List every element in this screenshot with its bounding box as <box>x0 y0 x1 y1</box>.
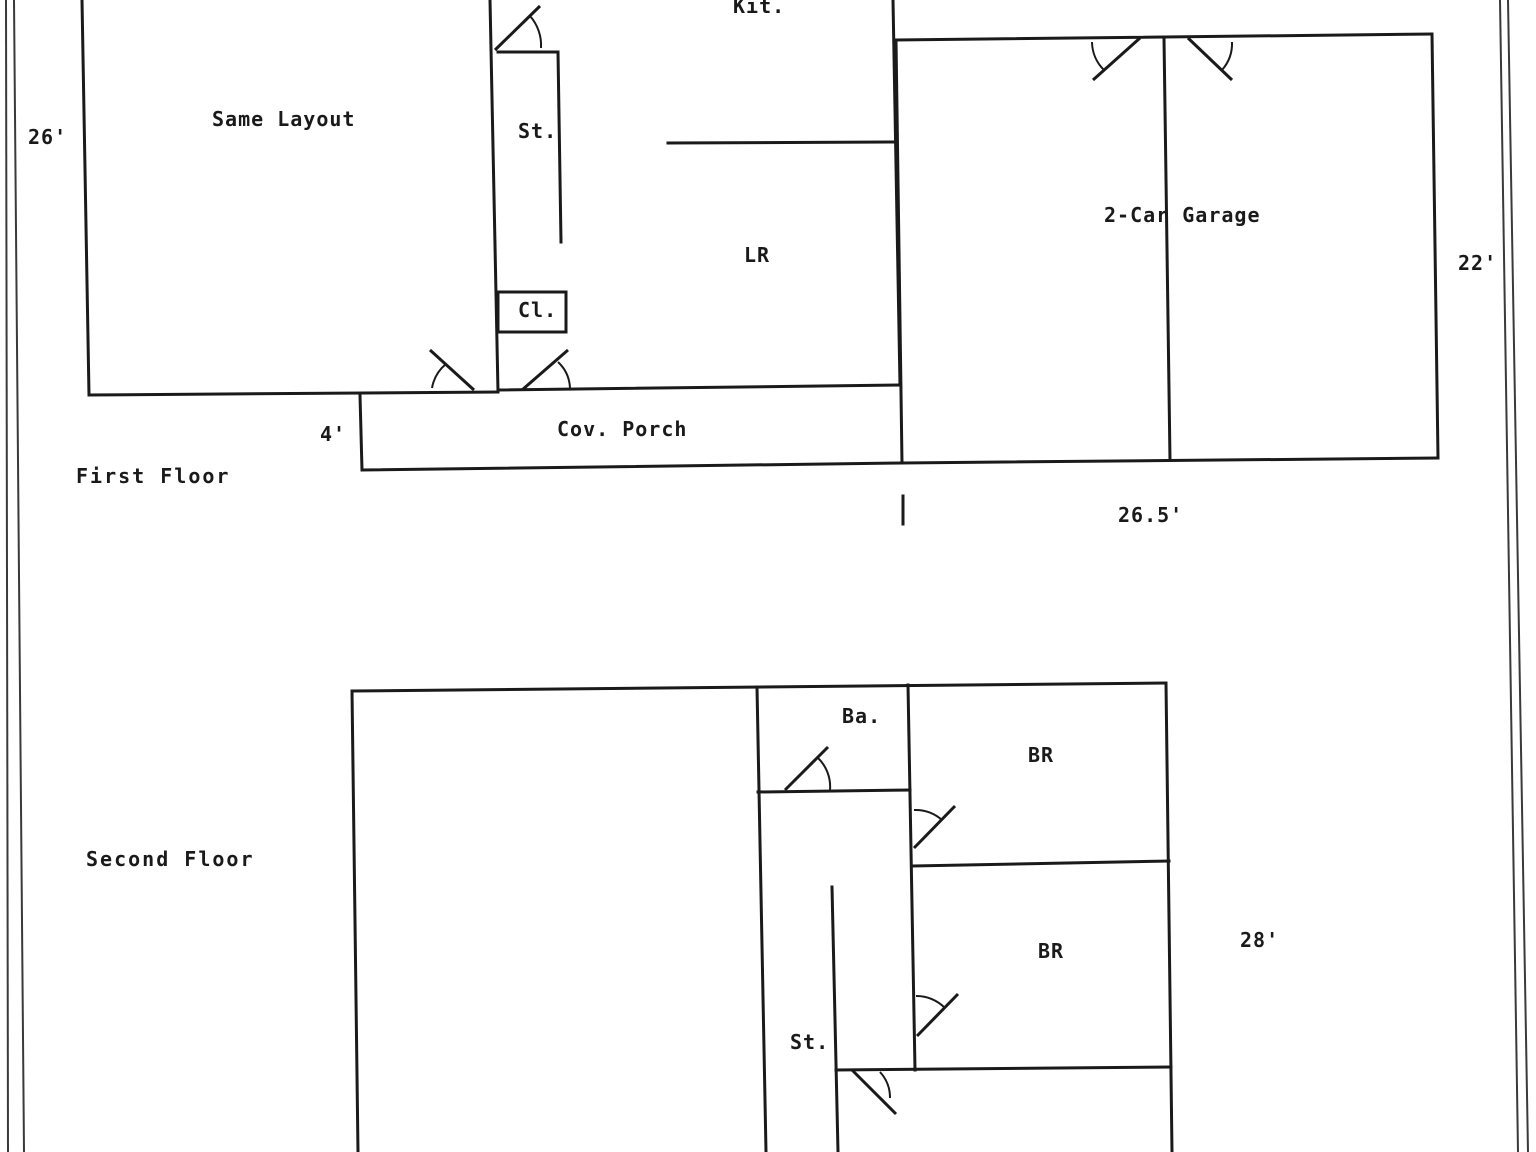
garage-divider <box>1162 36 1172 462</box>
stair-rail-second-floor <box>830 885 840 1152</box>
wall-left-unit-west <box>80 0 91 397</box>
wall-second-north <box>350 681 1168 693</box>
wall-kitchen-living <box>666 140 895 145</box>
label-living-room: LR <box>744 243 770 267</box>
door-bedroom-3 <box>850 1068 898 1116</box>
label-same-layout: Same Layout <box>212 107 355 131</box>
border-right-outer <box>1507 0 1529 1152</box>
closet-outline <box>496 290 568 334</box>
wall-between-bedrooms <box>911 859 1171 868</box>
garage-west <box>894 38 904 465</box>
wall-center-south <box>496 383 902 392</box>
dimension-garage-width: 26.5' <box>1118 503 1183 527</box>
wall-bedroom2-south <box>834 1065 1173 1072</box>
sheet-border <box>5 0 1529 1152</box>
door-bedroom-2 <box>915 992 960 1038</box>
dimension-depth-left: 26' <box>28 125 67 149</box>
wall-bath-south <box>756 788 912 794</box>
porch-south <box>360 461 904 472</box>
door-bedroom-1 <box>912 804 957 850</box>
first-floor-plan: Same Layout Kit. St. Cl. LR Cov. Porch 2… <box>28 0 1497 527</box>
door-kitchen <box>493 4 543 52</box>
door-left-unit-entry <box>428 348 476 392</box>
wall-bedroom-west <box>906 683 917 1072</box>
porch-west <box>358 393 364 472</box>
dimension-second-floor-depth: 28' <box>1240 928 1279 952</box>
label-closet: Cl. <box>518 298 557 322</box>
label-bedroom-1: BR <box>1028 743 1054 767</box>
label-stairs-second-floor: St. <box>790 1030 829 1054</box>
wall-second-west <box>350 689 360 1152</box>
dimension-porch-depth: 4' <box>320 422 346 446</box>
garage-east <box>1430 32 1440 460</box>
border-right-inner <box>1499 0 1519 1152</box>
label-covered-porch: Cov. Porch <box>557 417 687 441</box>
door-garage-right <box>1186 36 1234 82</box>
label-kitchen: Kit. <box>733 0 785 18</box>
border-left-inner <box>13 0 25 1152</box>
label-bath: Ba. <box>842 704 881 728</box>
door-center-unit-entry <box>521 348 571 392</box>
label-stairs-first-floor: St. <box>518 119 557 143</box>
wall-second-east <box>1164 681 1174 1152</box>
dimension-garage-depth: 22' <box>1458 251 1497 275</box>
wall-left-unit-south <box>87 390 500 397</box>
first-floor-title: First Floor <box>76 464 230 488</box>
second-floor-title: Second Floor <box>86 847 255 871</box>
door-garage-left <box>1091 36 1141 82</box>
stair-rail <box>556 50 563 244</box>
second-floor-plan: Ba. BR BR St. 28' Second Floor <box>86 681 1279 1152</box>
door-bath <box>783 745 832 792</box>
label-bedroom-2: BR <box>1038 939 1064 963</box>
label-garage: 2-Car Garage <box>1104 203 1261 227</box>
border-left-outer <box>5 0 9 1152</box>
wall-stair-hall-west <box>755 685 768 1152</box>
